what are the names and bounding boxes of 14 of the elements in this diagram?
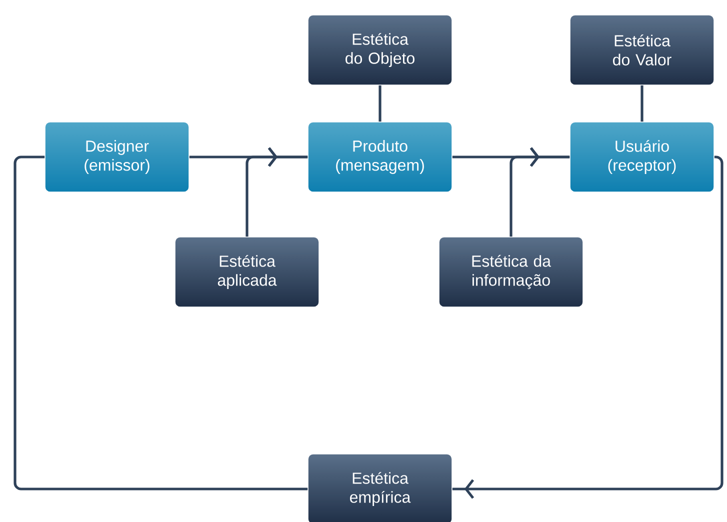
- process-box: Designer (emissor): [44, 122, 190, 192]
- process-box: Usuário (receptor): [570, 122, 714, 192]
- aesthetics-box: Estética empírica: [308, 454, 452, 522]
- connector: [246, 147, 308, 237]
- aesthetics-box: Estética aplicada: [174, 236, 320, 308]
- connector: [14, 156, 308, 490]
- aesthetics-box: Estética do Objeto: [308, 14, 452, 86]
- connector: [452, 156, 724, 499]
- connector: [378, 85, 382, 122]
- process-box: Produto (mensagem): [308, 122, 452, 192]
- aesthetics-box: Estética da informação: [438, 236, 584, 308]
- aesthetics-box: Estética do Valor: [570, 14, 714, 86]
- connector: [510, 147, 570, 237]
- connector: [640, 85, 644, 122]
